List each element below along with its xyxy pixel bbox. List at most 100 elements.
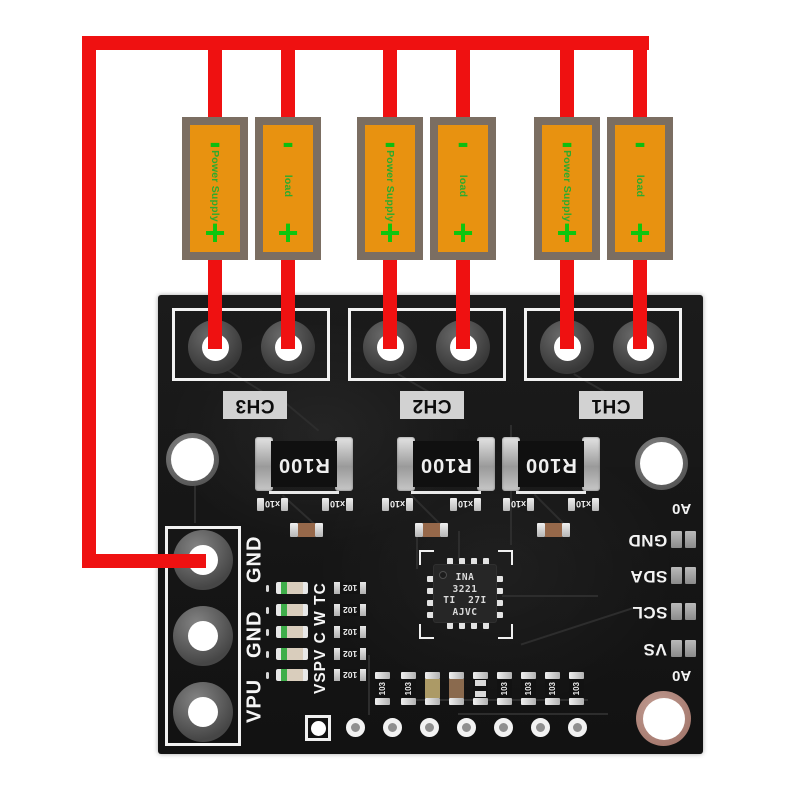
resistor-cap: [334, 669, 340, 681]
comp-body: [473, 679, 488, 698]
shunt-body: R100: [518, 441, 584, 487]
left-hole-gnd-2: [173, 606, 233, 666]
chip-line-1: INA: [455, 572, 475, 583]
led-pad: [303, 626, 308, 638]
shunt-cap-left: [255, 437, 273, 491]
wire-board-2: [281, 252, 295, 349]
x10-text: x10: [264, 499, 281, 509]
x10-text: x10: [457, 499, 474, 509]
x10-text-box: x10: [575, 497, 592, 511]
pin-label-sda: SDA: [609, 566, 667, 586]
minus-terminal-label: -: [209, 124, 221, 162]
comp-cap: [375, 698, 390, 705]
ch1-label-text: CH1: [591, 395, 631, 416]
led-body: [287, 648, 303, 660]
led-silk-mark: [266, 585, 269, 592]
led-5: [276, 669, 308, 681]
pin-label-vs: VS: [609, 639, 667, 659]
comp-value: 103: [404, 681, 413, 696]
led-silk-mark: [266, 629, 269, 636]
comp-value: 103: [524, 681, 533, 696]
bottom-hole-2: [383, 718, 402, 737]
pin-label-scl: SCL: [609, 602, 668, 622]
a0-text: A0: [672, 666, 692, 684]
x10-pad: [527, 497, 534, 511]
cap-pad: [562, 523, 570, 537]
bottom-capacitor-2: [449, 672, 464, 705]
pin-pad: [685, 567, 696, 584]
led-pad: [276, 582, 281, 594]
x10-text-box: x10: [389, 497, 406, 511]
led-green: [281, 582, 287, 594]
battery-label: load: [457, 174, 469, 198]
comp-body: [425, 679, 440, 698]
wire-board-6: [633, 252, 647, 349]
chip-pin: [427, 612, 435, 618]
shunt-silkscreen: [516, 491, 586, 494]
resistor-body: 102: [340, 626, 360, 638]
resistor-value: 102: [342, 649, 358, 659]
comp-cap: [473, 672, 488, 679]
chip-silkscreen-corner: [419, 624, 434, 639]
sda-text: SDA: [629, 567, 667, 586]
bottom-hole-7: [568, 718, 587, 737]
shunt-cap-right: [582, 437, 600, 491]
x10-mark-6: x10: [568, 497, 599, 511]
left-hole-vpu: [173, 682, 233, 742]
shunt-value: R100: [525, 453, 577, 476]
load-block-1: - load +: [255, 117, 321, 260]
pcb-trace: [194, 475, 196, 523]
pin-pad: [685, 640, 696, 657]
chip-silkscreen-corner: [419, 550, 434, 565]
resistor-value: 102: [342, 605, 358, 615]
resistor-cap: [334, 582, 340, 594]
pin-pad: [671, 640, 682, 657]
jumper-label-a0-bottom: A0: [668, 666, 696, 684]
shunt-value: R100: [420, 453, 472, 476]
led-silk-mark: [266, 607, 269, 614]
resistor-cap: [360, 669, 366, 681]
pcb-board: CH3 CH2 CH1 R100: [158, 295, 703, 754]
led-pad: [303, 582, 308, 594]
led-pad: [303, 604, 308, 616]
comp-value: 103: [572, 681, 581, 696]
led-green: [281, 669, 287, 681]
led-pad: [276, 648, 281, 660]
jumper-label-a0-top: A0: [668, 499, 696, 517]
wire-drop-3: [383, 36, 397, 122]
comp-value: 103: [500, 681, 509, 696]
pin-pad: [685, 603, 696, 620]
cap-body: [545, 523, 562, 537]
led-1: [276, 582, 308, 594]
plus-terminal-label: +: [629, 212, 651, 253]
resistor-102-4: 102: [334, 648, 366, 660]
pcb-trace: [368, 655, 370, 715]
shunt-silkscreen: [269, 491, 339, 494]
battery-label: load: [634, 174, 646, 198]
bottom-resistor-3: 103: [497, 672, 512, 705]
hole-core: [188, 621, 218, 651]
pcb-trace: [458, 713, 608, 715]
minus-terminal-label: -: [457, 124, 469, 162]
comp-body: 103: [545, 679, 560, 698]
x10-pad: [322, 497, 329, 511]
ch2-label: CH2: [400, 391, 464, 419]
x10-mark-4: x10: [450, 497, 481, 511]
x10-mark-3: x10: [382, 497, 413, 511]
pin-pad: [671, 531, 682, 548]
chip-pin: [427, 600, 435, 606]
chip-pin: [459, 621, 465, 629]
wire-drop-5: [560, 36, 574, 122]
ch2-terminal-box: [348, 308, 506, 381]
pad-core: [310, 720, 326, 736]
x10-text-box: x10: [457, 497, 474, 511]
x10-text: x10: [389, 499, 406, 509]
x10-pad: [257, 497, 264, 511]
chip-pin: [447, 558, 453, 566]
wire-board-5: [560, 252, 574, 349]
hole-core: [188, 697, 218, 727]
wire-top-bus: [82, 36, 649, 50]
x10-pad: [474, 497, 481, 511]
chip-line-2: 3221: [452, 583, 478, 595]
chip-pin: [459, 558, 465, 566]
